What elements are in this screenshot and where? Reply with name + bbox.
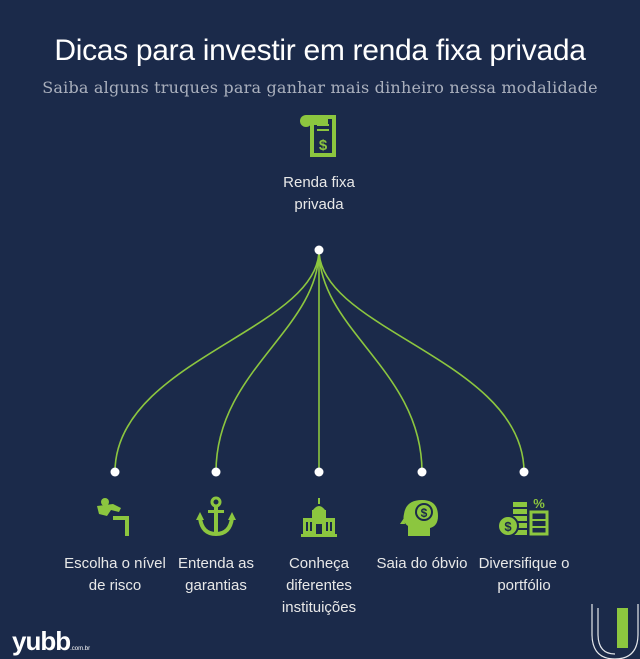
leaf-guarantees: Entenda as garantias xyxy=(161,496,271,597)
leaf-label: Escolha o nível de risco xyxy=(64,555,166,594)
anchor-icon xyxy=(196,496,236,537)
leaf-node-5 xyxy=(519,467,529,477)
leaf-diversify: % $ Diversifique o portfólio xyxy=(469,496,579,597)
leaf-node-1 xyxy=(110,467,120,477)
svg-text:%: % xyxy=(533,496,545,511)
leaf-institutions: Conheça diferentes instituições xyxy=(264,496,374,619)
connector-4 xyxy=(318,249,423,473)
leaf-node-3 xyxy=(314,467,324,477)
leaf-label: Conheça diferentes instituições xyxy=(281,555,357,616)
connector-5 xyxy=(318,249,525,473)
receipt-dollar-icon: $ xyxy=(300,115,336,157)
svg-text:$: $ xyxy=(319,137,328,154)
page-subtitle: Saiba alguns truques para ganhar mais di… xyxy=(42,78,598,97)
leaf-label: Diversifique o portfólio xyxy=(478,555,570,594)
institution-building-icon xyxy=(301,498,337,537)
leaf-obvious: $ Saia do óbvio xyxy=(367,496,477,575)
svg-text:$: $ xyxy=(504,519,512,534)
root-node xyxy=(314,245,324,255)
yubb-logo: yubb.com.br xyxy=(12,626,91,656)
page-title: Dicas para investir em renda fixa privad… xyxy=(54,34,586,67)
svg-text:$: $ xyxy=(421,506,428,520)
root-label: Renda fixa privada xyxy=(283,174,355,213)
leaf-node-2 xyxy=(211,467,221,477)
brand-u-mark xyxy=(591,604,639,659)
connector-2 xyxy=(215,249,320,473)
connector-1 xyxy=(114,249,320,473)
climber-steps-icon xyxy=(97,498,129,536)
leaf-label: Entenda as garantias xyxy=(178,555,254,594)
leaf-risk: Escolha o nível de risco xyxy=(60,496,170,597)
coins-percent-icon: % $ xyxy=(497,496,549,537)
leaf-node-4 xyxy=(417,467,427,477)
leaf-label: Saia do óbvio xyxy=(376,555,468,572)
head-dollar-icon: $ xyxy=(400,500,438,536)
